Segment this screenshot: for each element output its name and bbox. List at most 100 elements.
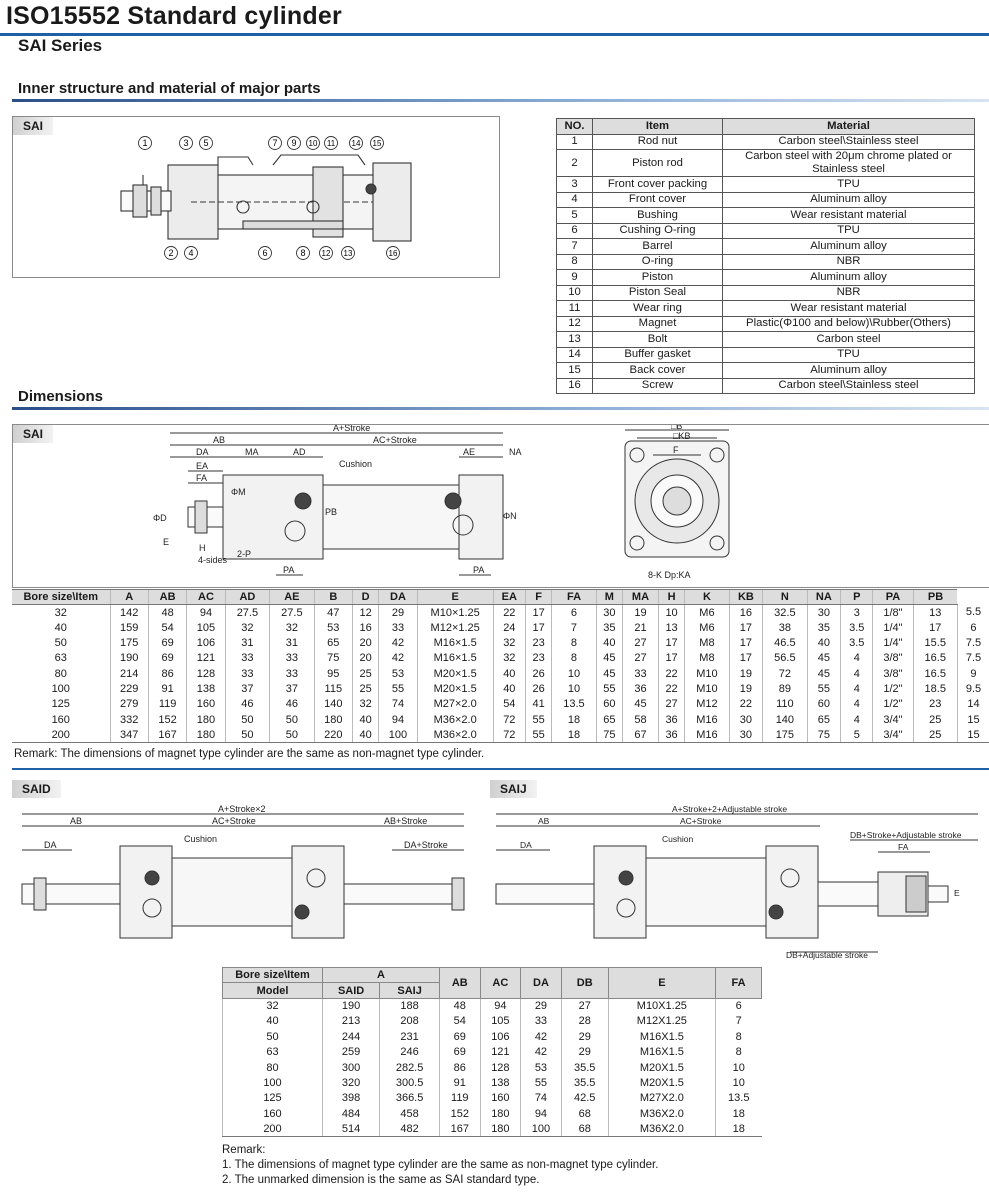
- table2-cell: 106: [479, 1029, 521, 1045]
- table2-cell: 282.5: [379, 1059, 440, 1076]
- table2-cell: 94: [520, 1106, 562, 1122]
- dimensions-cell: 3/4": [872, 727, 914, 743]
- sai-dimension-label: PA: [283, 565, 294, 575]
- dimensions-cell: M6: [684, 620, 730, 636]
- dimensions-cell: 332: [109, 711, 149, 728]
- dimensions-cell: 15.5: [912, 635, 958, 651]
- dimensions-cell: 27.5: [224, 604, 270, 621]
- dimensions-cell: 159: [109, 620, 149, 636]
- materials-cell: 7: [556, 238, 593, 255]
- table2-cell: 48: [439, 998, 481, 1014]
- dimensions-cell: 53: [378, 665, 418, 682]
- dimensions-cell: 3/8": [872, 650, 914, 666]
- dimensions-cell: 17: [657, 635, 685, 651]
- dimensions-cell: 50: [269, 711, 315, 728]
- materials-cell: Buffer gasket: [592, 346, 723, 363]
- dimensions-cell: M10: [684, 681, 730, 697]
- dimensions-cell: 37: [269, 681, 315, 697]
- materials-cell: 3: [556, 176, 593, 193]
- table2-cell: 119: [439, 1090, 481, 1107]
- dimensions-cell: 55: [806, 681, 841, 697]
- callout-circle: [287, 136, 301, 150]
- dimensions-header-cell: FA: [551, 588, 597, 606]
- dimensions-cell: 142: [109, 604, 149, 621]
- table2-cell: M36X2.0: [607, 1121, 716, 1138]
- dimensions-cell: M36×2.0: [416, 711, 494, 728]
- table2-cell: 68: [560, 1121, 609, 1138]
- dimensions-cell: M12: [684, 696, 730, 712]
- dimensions-cell: 15: [956, 727, 989, 743]
- dimensions-cell: 18.5: [912, 681, 958, 697]
- table2-cell: 105: [479, 1013, 521, 1030]
- dimensions-cell: 58: [622, 711, 659, 728]
- dimensions-cell: 4: [840, 665, 873, 682]
- materials-cell: Aluminum alloy: [722, 362, 975, 379]
- dimensions-cell: 69: [147, 635, 187, 651]
- table2-cell: 8: [714, 1044, 762, 1060]
- materials-header-cell: Item: [592, 118, 723, 135]
- dimensions-cell: 53: [313, 620, 353, 636]
- table2-cell: 63: [222, 1044, 323, 1060]
- table2-cell: M20X1.5: [607, 1075, 716, 1091]
- callout-circle: [386, 246, 400, 260]
- page-title: ISO15552 Standard cylinder: [6, 2, 342, 30]
- table2-cell: 125: [222, 1090, 323, 1107]
- table2-header-cell: Bore size\Item: [222, 966, 323, 984]
- sai-dimension-panel: SAI: [12, 421, 989, 588]
- dimensions-cell: 32: [224, 620, 270, 636]
- dimensions-cell: 22: [657, 681, 685, 697]
- dimensions-cell: 175: [762, 727, 808, 743]
- dimensions-cell: M10: [684, 665, 730, 682]
- dimensions-cell: 37: [224, 681, 270, 697]
- dimensions-cell: 33: [224, 665, 270, 682]
- dimensions-cell: 33: [269, 665, 315, 682]
- dimensions-cell: M12×1.25: [416, 620, 494, 636]
- materials-cell: 11: [556, 300, 593, 317]
- callout-circle: [349, 136, 363, 150]
- dimensions-cell: 15: [956, 711, 989, 728]
- dimensions-cell: 5: [840, 727, 873, 743]
- table2-cell: 10: [714, 1059, 762, 1076]
- table2-cell: 80: [222, 1059, 323, 1076]
- callout-number: 16: [389, 249, 398, 258]
- dimensions-cell: M27×2.0: [416, 696, 494, 712]
- dimensions-cell: 14: [956, 696, 989, 712]
- dimensions-cell: 48: [147, 604, 187, 621]
- dimensions-cell: 30: [728, 711, 763, 728]
- said-dimension-label: A+Stroke×2: [218, 804, 266, 814]
- dimensions-cell: 180: [313, 711, 353, 728]
- dimensions-cell: 4: [840, 711, 873, 728]
- dimensions-cell: 25: [912, 727, 958, 743]
- section-title-dimensions: Dimensions: [18, 388, 104, 405]
- materials-cell: Aluminum alloy: [722, 191, 975, 208]
- materials-cell: Piston: [592, 269, 723, 286]
- dimensions-cell: 180: [186, 727, 226, 743]
- dimensions-cell: M16: [684, 711, 730, 728]
- dimensions-cell: M16: [684, 727, 730, 743]
- dimensions-cell: 3/4": [872, 711, 914, 728]
- dimensions-cell: 8: [551, 635, 597, 651]
- dimensions-cell: 27: [657, 696, 685, 712]
- said-dimension-label: DA: [44, 840, 57, 850]
- dimensions-cell: 119: [147, 696, 187, 712]
- materials-cell: 1: [556, 133, 593, 150]
- materials-cell: 8: [556, 253, 593, 270]
- callout-circle: [199, 136, 213, 150]
- dimensions-cell: 45: [622, 696, 659, 712]
- table2-cell: 33: [520, 1013, 562, 1030]
- table2-subheader-cell: SAIJ: [379, 982, 440, 999]
- dimensions-header-cell: E: [416, 588, 494, 606]
- section-title-inner: Inner structure and material of major pa…: [18, 80, 321, 97]
- dimensions-cell: 50: [54, 637, 67, 650]
- dimensions-cell: 25: [351, 681, 379, 697]
- table2-cell: 180: [479, 1121, 521, 1138]
- materials-cell: Screw: [592, 377, 723, 394]
- dimensions-cell: 45: [806, 665, 841, 682]
